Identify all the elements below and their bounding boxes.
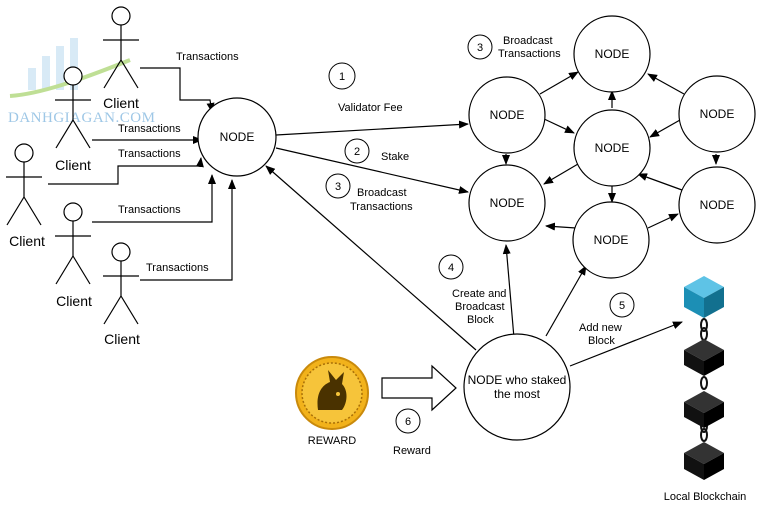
step-label: Create and [452, 288, 506, 300]
step-1: 1 Validator Fee [328, 62, 403, 114]
transactions-label: Transactions [118, 204, 181, 216]
edges-group [48, 67, 720, 367]
step-number: 6 [405, 416, 411, 428]
edge-nright1-ntop [647, 73, 685, 95]
step-4: 4 Create and Broadcast Block [438, 254, 506, 326]
network-node-right-1: NODE [678, 75, 756, 153]
edge-nbottom-nmid [545, 222, 577, 231]
transactions-label: Transactions [176, 51, 239, 63]
network-node-label: NODE [490, 196, 525, 210]
step-label: Broadcast [503, 35, 553, 47]
edge-stake-to-central [265, 165, 477, 351]
edge-n1-ntop [539, 71, 579, 95]
step-label: Broadcast [455, 301, 505, 313]
edge-add-block [569, 321, 683, 367]
edge-stake-broadcast [275, 147, 469, 194]
edge-n1-ncenter [541, 117, 575, 134]
central-node: NODE [197, 97, 277, 177]
transactions-label: Transactions [118, 123, 181, 135]
network-node-label: NODE [595, 141, 630, 155]
client-label: Client [55, 157, 91, 173]
edge-validator-fee [275, 120, 469, 136]
watermark-text: DANHGIAGAN.COM [8, 110, 155, 126]
step-label: Reward [393, 445, 431, 457]
client-label: Client [103, 95, 139, 111]
network-node-label: NODE [700, 107, 735, 121]
network-node-mid: NODE [468, 164, 546, 242]
edge-nbottom-nright2 [647, 213, 679, 229]
network-node-top: NODE [573, 15, 651, 93]
block-icon [684, 391, 724, 428]
step-number: 5 [619, 300, 625, 312]
edge-client-4 [92, 174, 216, 223]
stake-node-label-line1: NODE who staked [468, 373, 567, 387]
client-figure [103, 242, 139, 325]
step-number: 1 [339, 71, 345, 83]
reward-coin-icon [295, 356, 369, 430]
network-node-right-2: NODE [678, 166, 756, 244]
edge-ncenter-nmid [543, 163, 579, 185]
step-label: Block [467, 314, 494, 326]
network-node-label: NODE [595, 47, 630, 61]
edge-stake-to-node-bottom [545, 265, 587, 337]
step-number: 4 [448, 262, 454, 274]
edge-client-3 [48, 157, 204, 185]
edge-stake-to-node-mid [502, 244, 515, 339]
transactions-label: Transactions [118, 148, 181, 160]
stake-node: NODE who staked the most [463, 333, 571, 441]
edge-client-5 [140, 179, 236, 281]
block-icon [684, 339, 724, 376]
transactions-label: Transactions [146, 262, 209, 274]
local-blockchain-label: Local Blockchain [664, 491, 747, 503]
client-label: Client [104, 331, 140, 347]
new-block-icon [684, 276, 724, 318]
step-number: 3 [477, 42, 483, 54]
edge-nright2-ncenter [637, 173, 683, 191]
client-figure [55, 202, 91, 285]
step-3-top: 3 Broadcast Transactions [467, 34, 561, 60]
step-5: 5 Add new Block [579, 292, 635, 347]
step-6: 6 Reward [393, 408, 431, 457]
local-blockchain [684, 276, 724, 480]
block-icon [684, 442, 724, 480]
step-label: Transactions [350, 201, 413, 213]
network-node-label: NODE [594, 233, 629, 247]
central-node-label: NODE [220, 130, 255, 144]
edge-client-1 [140, 67, 215, 113]
network-node-label: NODE [700, 198, 735, 212]
network-node-1: NODE [468, 76, 546, 154]
step-2: 2 Stake [344, 138, 409, 164]
step-number: 3 [335, 181, 341, 193]
step-label: Transactions [498, 48, 561, 60]
network-node-label: NODE [490, 108, 525, 122]
watermark-logo [9, 38, 131, 98]
reward-arrow [381, 364, 457, 412]
client-label: Client [9, 233, 45, 249]
reward-label: REWARD [308, 435, 357, 447]
client-figure [103, 6, 139, 89]
step-3-left: 3 Broadcast Transactions [325, 173, 413, 213]
step-number: 2 [354, 146, 360, 158]
edge-nright1-ncenter [649, 119, 681, 138]
client-figure [55, 66, 91, 149]
step-label: Add new [579, 322, 622, 334]
stake-node-label-line2: the most [494, 387, 541, 401]
network-node-bottom: NODE [572, 201, 650, 279]
client-label: Client [56, 293, 92, 309]
step-label: Broadcast [357, 187, 407, 199]
step-label: Validator Fee [338, 102, 403, 114]
client-figure [6, 143, 42, 226]
step-label: Block [588, 335, 615, 347]
step-label: Stake [381, 151, 409, 163]
network-node-center: NODE [573, 109, 651, 187]
